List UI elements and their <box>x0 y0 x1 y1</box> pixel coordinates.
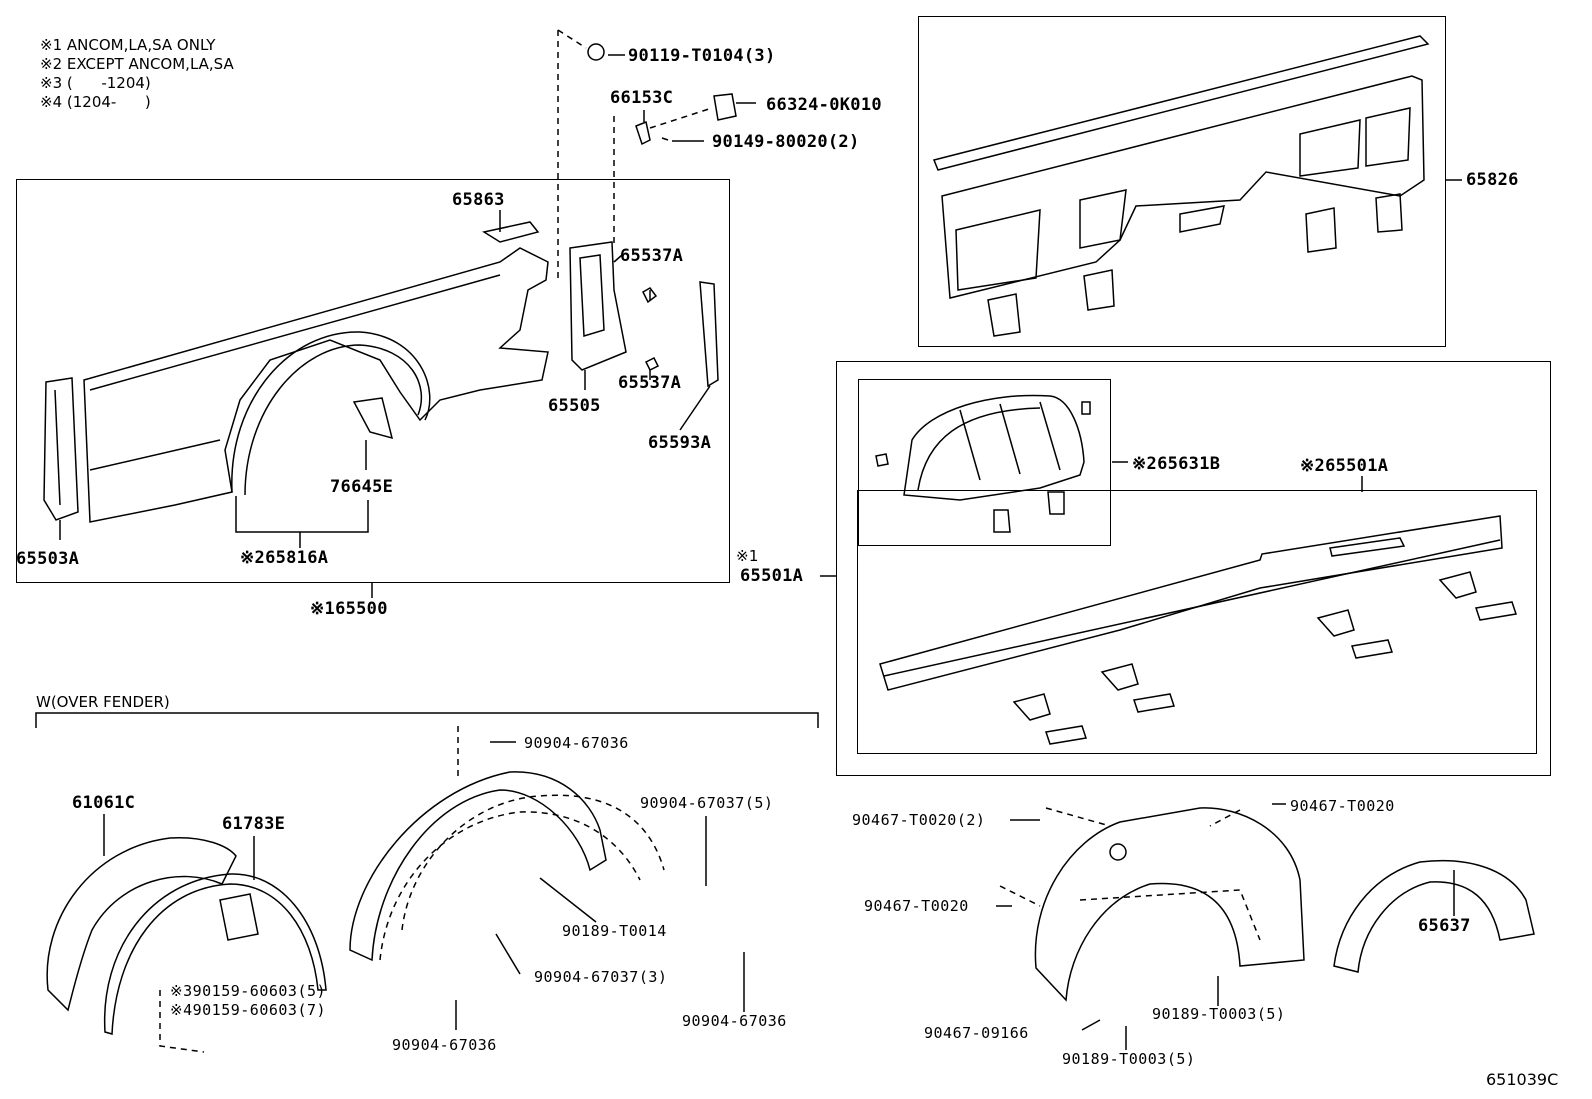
part-label-65501A-note-mark: ※1 <box>736 547 759 565</box>
subframe-65631B <box>858 379 1111 546</box>
part-label-65537A-upper[interactable]: 65537A <box>620 246 684 266</box>
assembly-frame-65500 <box>16 179 730 583</box>
part-label-90189-T0003-right[interactable]: 90189-T0003(5) <box>1152 1005 1286 1023</box>
part-label-90904-67037-3[interactable]: 90904-67037(3) <box>534 968 668 986</box>
part-label-65593A[interactable]: 65593A <box>648 433 712 453</box>
part-label-90904-67036-top[interactable]: 90904-67036 <box>524 734 629 752</box>
over-fender-drawing <box>46 771 1535 1035</box>
part-label-90467-T0020-2[interactable]: 90467-T0020(2) <box>852 811 986 829</box>
part-label-90189-T0003-bottom[interactable]: 90189-T0003(5) <box>1062 1050 1196 1068</box>
part-label-65503A[interactable]: 65503A <box>16 549 80 569</box>
part-label-61061C[interactable]: 61061C <box>72 793 136 813</box>
part-label-65537A-lower[interactable]: 65537A <box>618 373 682 393</box>
part-label-65505[interactable]: 65505 <box>548 396 601 416</box>
catalog-number: 651039C <box>1486 1070 1559 1089</box>
part-label-65631B[interactable]: ※265631B <box>1132 454 1221 474</box>
part-label-65501A-inner[interactable]: ※265501A <box>1300 456 1389 476</box>
bed-side-panel-drawing <box>932 35 1430 337</box>
part-label-90119-T0104[interactable]: 90119-T0104(3) <box>628 46 776 66</box>
wheel-house-drawing <box>875 394 1091 533</box>
footnotes: ※1 ANCOM,LA,SA ONLY ※2 EXCEPT ANCOM,LA,S… <box>40 36 234 112</box>
part-label-76645E[interactable]: 76645E <box>330 477 394 497</box>
part-label-65500[interactable]: ※165500 <box>310 599 388 619</box>
part-label-90467-T0020-top[interactable]: 90467-T0020 <box>1290 797 1395 815</box>
part-label-66153C[interactable]: 66153C <box>610 88 674 108</box>
footnote-2: ※2 EXCEPT ANCOM,LA,SA <box>40 55 234 73</box>
part-label-65863[interactable]: 65863 <box>452 190 505 210</box>
section-title-over-fender: W(OVER FENDER) <box>36 693 170 711</box>
part-label-90904-67037-5[interactable]: 90904-67037(5) <box>640 794 774 812</box>
part-label-90189-T0014[interactable]: 90189-T0014 <box>562 922 667 940</box>
footnote-3: ※3 ( -1204) <box>40 74 151 92</box>
leader-dashes-side <box>557 29 713 282</box>
footnote-1: ※1 ANCOM,LA,SA ONLY <box>40 36 216 54</box>
leader-lines-fender <box>103 741 1455 1050</box>
assembly-frame-65501A <box>836 361 1551 776</box>
leader-dashes-fender <box>159 726 1261 1053</box>
part-label-90467-09166[interactable]: 90467-09166 <box>924 1024 1029 1042</box>
bed-floor-drawing <box>879 515 1517 745</box>
part-label-90904-67036-right[interactable]: 90904-67036 <box>682 1012 787 1030</box>
side-panel-drawing <box>43 43 737 523</box>
part-label-90159-60603-n4[interactable]: ※490159-60603(7) <box>170 1001 327 1019</box>
leader-lines-side <box>59 54 756 598</box>
part-label-90467-T0020-left[interactable]: 90467-T0020 <box>864 897 969 915</box>
subframe-65501A-inner <box>857 490 1537 754</box>
footnote-4: ※4 (1204- ) <box>40 93 151 111</box>
part-label-61783E[interactable]: 61783E <box>222 814 286 834</box>
part-label-66324-0K010[interactable]: 66324-0K010 <box>766 95 882 115</box>
part-label-90904-67036-bottom[interactable]: 90904-67036 <box>392 1036 497 1054</box>
part-label-65501A-outer[interactable]: 65501A <box>740 566 804 586</box>
part-label-90149-80020[interactable]: 90149-80020(2) <box>712 132 860 152</box>
section-bracket <box>35 712 819 728</box>
part-label-65826[interactable]: 65826 <box>1466 170 1519 190</box>
assembly-frame-65826 <box>918 16 1446 347</box>
part-label-65816A[interactable]: ※265816A <box>240 548 329 568</box>
part-label-65637[interactable]: 65637 <box>1418 916 1471 936</box>
part-label-90159-60603-n3[interactable]: ※390159-60603(5) <box>170 982 327 1000</box>
